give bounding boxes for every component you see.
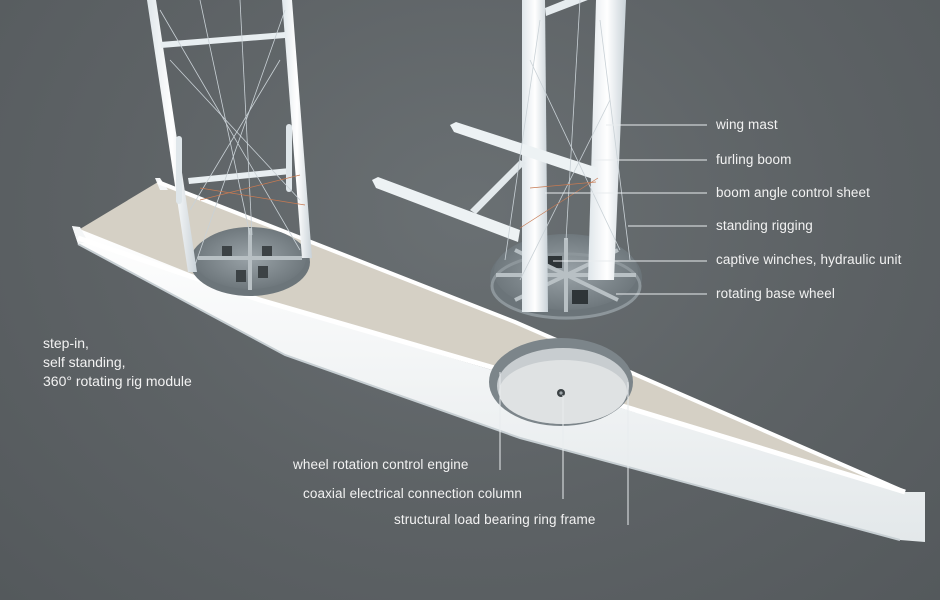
callout-furling-boom: furling boom [716,152,792,167]
callout-structural-load-bearing-ring-frame: structural load bearing ring frame [394,512,596,527]
mast-socket [489,338,633,426]
side-note-line: self standing, [43,354,126,370]
callout-rotating-base-wheel: rotating base wheel [716,286,835,301]
callout-standing-rigging: standing rigging [716,218,813,233]
callout-coaxial-electrical-connection-column: coaxial electrical connection column [303,486,522,501]
callout-wing-mast: wing mast [716,117,778,132]
side-note: step-in, self standing, 360° rotating ri… [43,334,192,391]
left-rig-module [147,0,312,296]
side-note-line: step-in, [43,335,89,351]
side-note-line: 360° rotating rig module [43,373,192,389]
callout-captive-winches: captive winches, hydraulic unit [716,252,902,267]
callout-boom-angle-control-sheet: boom angle control sheet [716,185,870,200]
callout-wheel-rotation-control-engine: wheel rotation control engine [293,457,469,472]
callout-leaders [499,124,707,525]
right-rig-module [372,0,642,320]
